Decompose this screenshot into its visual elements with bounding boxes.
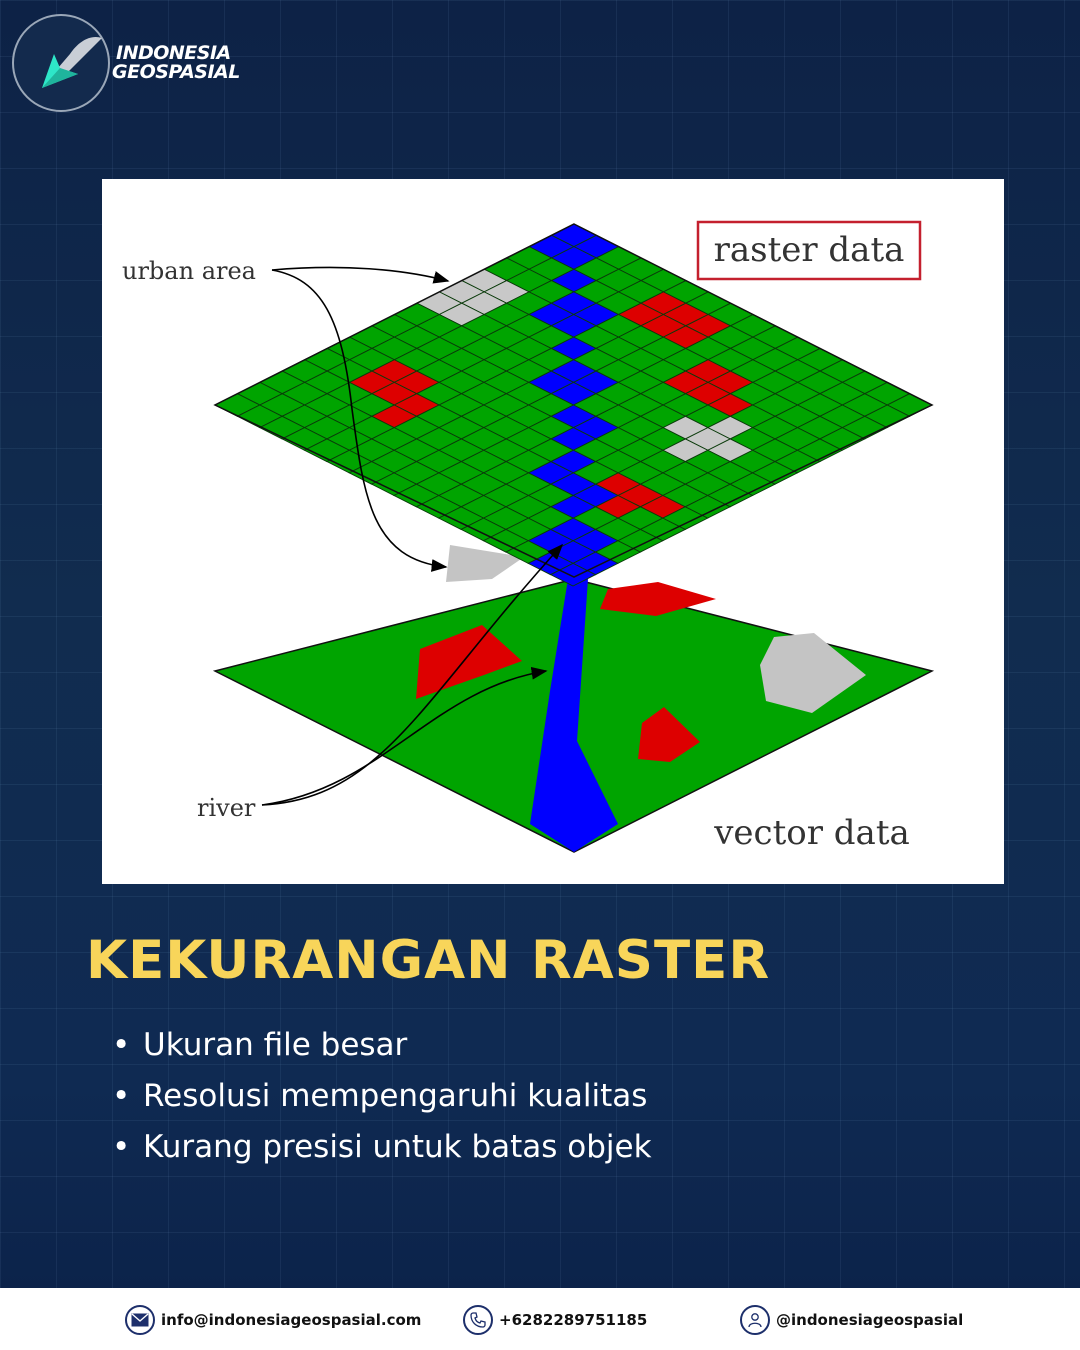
river-label: river bbox=[197, 794, 256, 822]
list-item: •Ukuran file besar bbox=[112, 1027, 408, 1063]
vector-built-area bbox=[600, 582, 716, 616]
logo-circle bbox=[12, 14, 110, 112]
section-heading: KEKURANGAN RASTER bbox=[86, 930, 771, 991]
vector-urban-area bbox=[446, 545, 524, 582]
list-item: •Resolusi mempengaruhi kualitas bbox=[112, 1078, 648, 1114]
social-contact[interactable]: @indonesiageospasial bbox=[740, 1305, 963, 1335]
list-item-text: Resolusi mempengaruhi kualitas bbox=[143, 1078, 648, 1114]
disadvantages-list: •Ukuran file besar •Resolusi mempengaruh… bbox=[112, 1020, 652, 1173]
phone-text: +6282289751185 bbox=[499, 1311, 648, 1329]
vector-urban-area bbox=[760, 633, 866, 713]
user-icon bbox=[740, 1305, 770, 1335]
vector-river bbox=[530, 579, 618, 852]
brand-name-line2: GEOSPASIAL bbox=[112, 61, 240, 83]
mail-icon bbox=[125, 1305, 155, 1335]
social-text: @indonesiageospasial bbox=[776, 1311, 964, 1329]
phone-contact[interactable]: +6282289751185 bbox=[463, 1305, 647, 1335]
brand-logo: INDONESIA GEOSPASIAL bbox=[12, 14, 252, 114]
vector-data-layer bbox=[212, 545, 935, 853]
raster-vector-figure: raster data vector data urban area river bbox=[102, 179, 1004, 884]
footer-contact-bar: info@indonesiageospasial.com +6282289751… bbox=[0, 1288, 1080, 1350]
vector-built-area bbox=[416, 625, 522, 699]
list-item-text: Ukuran file besar bbox=[143, 1027, 408, 1063]
arrows bbox=[261, 266, 564, 806]
vector-built-area bbox=[638, 707, 700, 762]
raster-data-layer bbox=[213, 223, 934, 587]
brand-name-line1: INDONESIA bbox=[116, 42, 231, 64]
brand-name: INDONESIA GEOSPASIAL bbox=[112, 42, 240, 82]
raster-legend-box bbox=[696, 220, 922, 281]
list-item: •Kurang presisi untuk batas objek bbox=[112, 1129, 652, 1165]
vector-legend-label: vector data bbox=[713, 813, 910, 853]
email-contact[interactable]: info@indonesiageospasial.com bbox=[125, 1305, 421, 1335]
raster-legend-label: raster data bbox=[714, 230, 905, 270]
urban-area-label: urban area bbox=[122, 257, 256, 285]
email-text: info@indonesiageospasial.com bbox=[161, 1311, 422, 1329]
phone-icon bbox=[463, 1305, 493, 1335]
arrow-logo-icon bbox=[42, 36, 102, 88]
list-item-text: Kurang presisi untuk batas objek bbox=[143, 1129, 652, 1165]
raster-outline bbox=[213, 223, 934, 578]
raster-vector-diagram: raster data vector data urban area river bbox=[122, 220, 935, 853]
